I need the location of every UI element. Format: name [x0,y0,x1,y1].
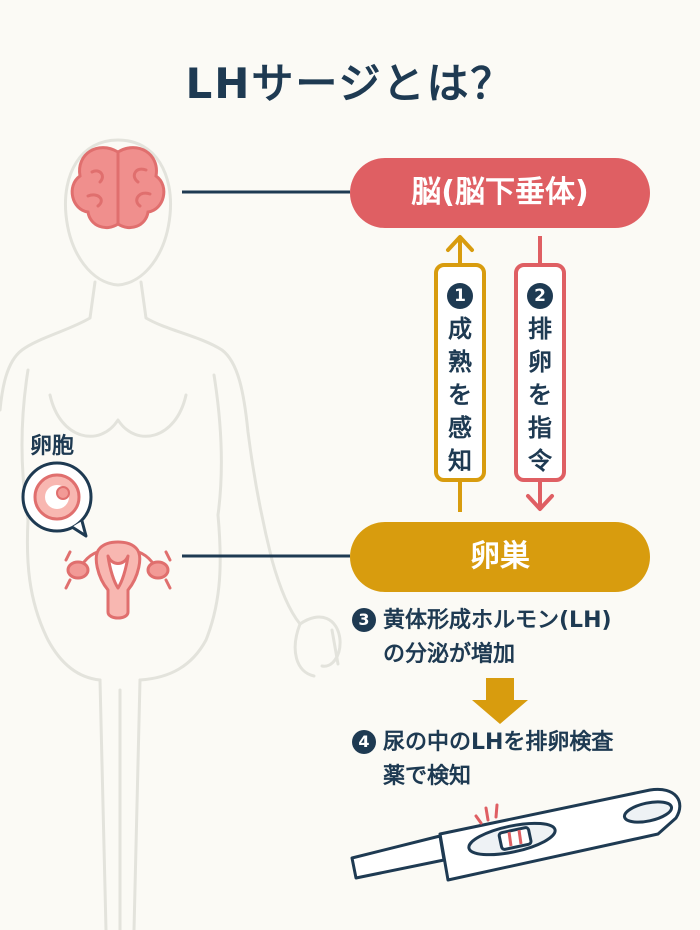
step-3-line-1: 黄体形成ホルモン(LH) [383,608,612,633]
body-silhouette [0,138,342,930]
arrow-up-label: 1 成 熟 を 感 知 [440,283,480,478]
follicle-icon [21,461,93,538]
arrow-down-char: 指 [528,414,552,442]
step-number-4: 4 [352,730,376,754]
uterus-icon [64,540,172,620]
step-4-test-detection: 4 尿の中のLHを排卵検査 薬で検知 [352,726,613,794]
step-number-2: 2 [527,283,553,309]
arrow-up-char: 感 [448,414,472,442]
arrow-up-char: を [448,381,472,409]
arrow-down-char: 排 [528,315,552,343]
brain-pituitary-box: 脳(脳下垂体) [350,158,650,228]
step-4-line-2: 薬で検知 [383,764,472,789]
page-title: LHサージとは？ [185,59,515,108]
arrow-down-ovulation [514,236,566,511]
step-down-arrow [472,678,528,724]
arrow-down-label: 2 排 卵 を 指 令 [520,283,560,478]
arrow-up-char: 成 [448,315,472,343]
arrow-up-char: 熟 [448,348,472,376]
step-4-line-1: 尿の中のLHを排卵検査 [383,730,614,755]
brain-icon [70,146,166,229]
arrow-up-char: 知 [448,447,472,475]
ovary-box: 卵巣 [350,522,650,592]
arrow-down-char: 卵 [528,348,552,376]
step-number-3: 3 [352,608,376,632]
ovulation-test-icon [350,787,682,882]
step-number-1: 1 [447,283,473,309]
step-3-lh-secretion: 3 黄体形成ホルモン(LH) の分泌が増加 [352,604,612,672]
step-3-line-2: の分泌が増加 [383,642,516,667]
arrow-down-char: 令 [528,447,552,475]
arrow-down-char: を [528,381,552,409]
arrow-up-mature [434,235,486,512]
follicle-label: 卵胞 [30,434,75,459]
